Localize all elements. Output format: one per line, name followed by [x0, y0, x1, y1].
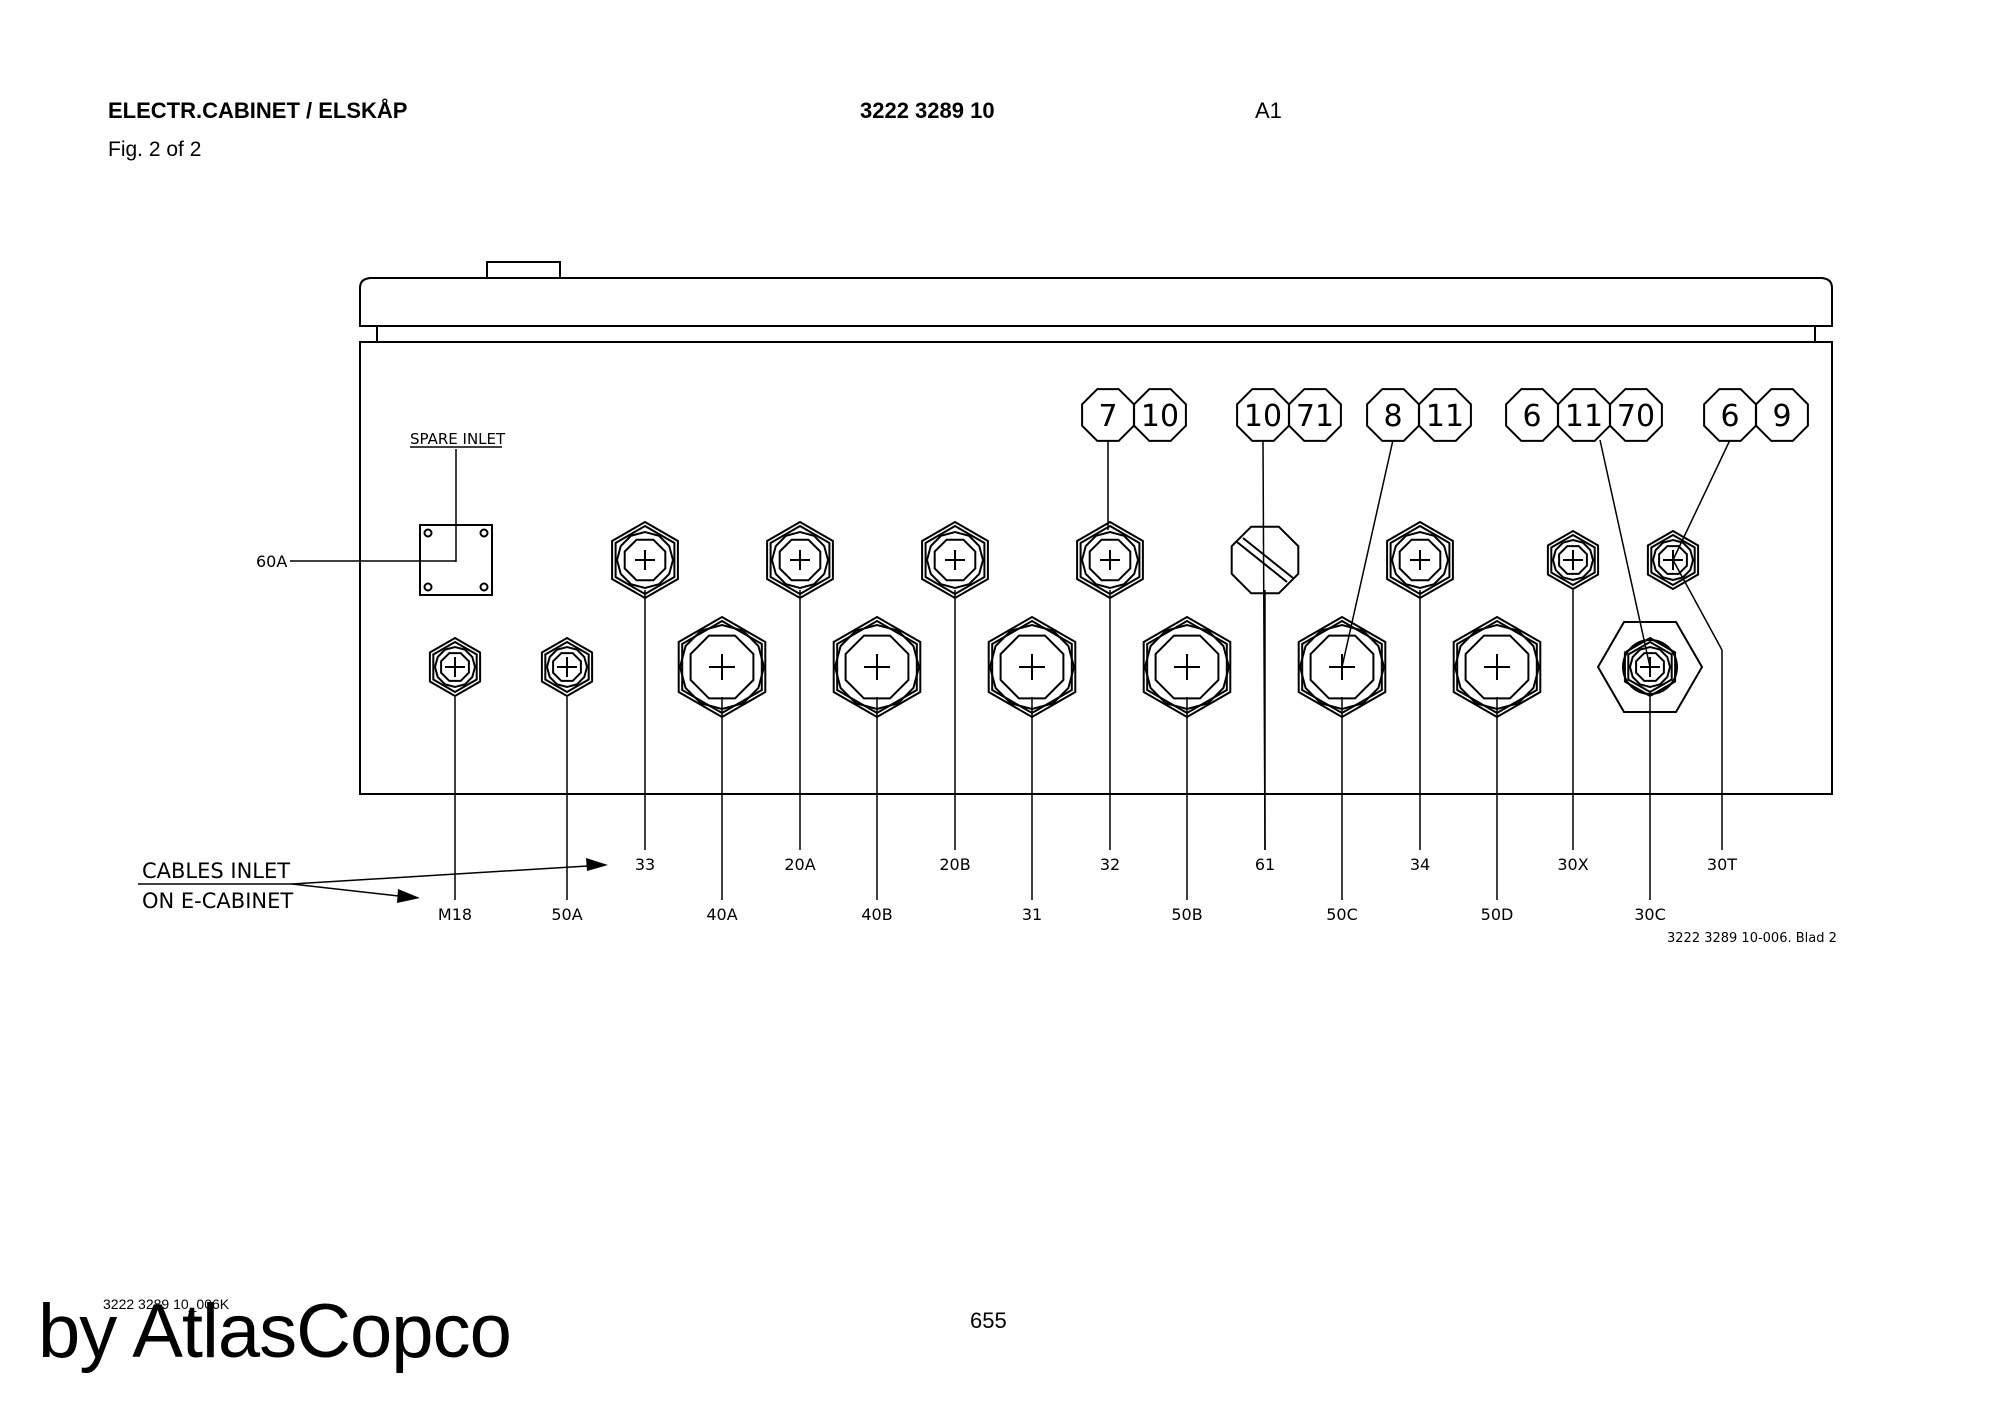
callout-balloon: [1557, 388, 1611, 442]
brand-logo-text: by AtlasCopco: [38, 1289, 512, 1374]
part-label-34: 34: [1410, 855, 1430, 874]
callout-number: 9: [1772, 399, 1791, 434]
part-label-30X: 30X: [1557, 855, 1588, 874]
cables-inlet-arrow-upper: [291, 864, 605, 885]
callout-balloon: [1133, 388, 1187, 442]
part-label-61: 61: [1255, 855, 1275, 874]
spare-inlet-label: SPARE INLET: [410, 430, 506, 448]
callout-number: 70: [1617, 399, 1655, 434]
cabinet-body: [359, 341, 1833, 795]
callout-leader: [1672, 439, 1731, 561]
cable-gland-50A: [540, 636, 594, 698]
callout-number: 8: [1383, 399, 1402, 434]
cabinet-lid: [359, 277, 1833, 327]
part-label-60A: 60A: [256, 552, 287, 571]
callout-balloon: [1609, 388, 1663, 442]
part-label-20A: 20A: [784, 855, 815, 874]
callout-balloon: [1366, 388, 1420, 442]
part-label-M18: M18: [438, 905, 472, 924]
callout-balloon: [1505, 388, 1559, 442]
lid-seal: [376, 325, 1816, 343]
callout-balloon: [1755, 388, 1809, 442]
callout-number: 71: [1296, 399, 1334, 434]
part-label-20B: 20B: [939, 855, 970, 874]
document-title: ELECTR.CABINET / ELSKÅP: [108, 98, 408, 123]
cables-inlet-arrowhead-upper: [586, 858, 608, 871]
callout-leader: [1599, 439, 1651, 668]
cable-gland-30C-inner: [1623, 636, 1677, 698]
cable-gland-34: [1386, 520, 1454, 600]
callout-balloon: [1288, 388, 1342, 442]
cable-gland-31: [987, 615, 1077, 719]
cable-gland-33: [611, 520, 679, 600]
callout-number: 6: [1522, 399, 1541, 434]
figure-number: Fig. 2 of 2: [108, 138, 202, 161]
cables-inlet-label-line1: CABLES INLET: [142, 859, 290, 883]
callout-leader: [1262, 439, 1266, 851]
document-reference: 3222 3289 10_006K: [103, 1296, 230, 1312]
cable-gland-30X: [1546, 529, 1600, 591]
sheet-size: A1: [1255, 98, 1282, 123]
part-label-30T: 30T: [1707, 855, 1737, 874]
cable-gland-32: [1076, 520, 1144, 600]
cable-gland-30C: [1596, 621, 1704, 713]
callout-number: 7: [1098, 399, 1117, 434]
part-label-50D: 50D: [1481, 905, 1514, 924]
cables-inlet-arrowhead-lower: [397, 889, 420, 903]
callout-leader: [1341, 439, 1394, 668]
lid-hinge: [486, 261, 561, 279]
cables-inlet-label-line2: ON E-CABINET: [142, 889, 293, 913]
part-label-40B: 40B: [861, 905, 892, 924]
part-label-50A: 50A: [551, 905, 582, 924]
callout-number: 11: [1565, 399, 1603, 434]
cables-inlet-arrow-lower: [291, 883, 417, 899]
callout-number: 10: [1141, 399, 1179, 434]
part-label-30C: 30C: [1634, 905, 1666, 924]
callout-number: 6: [1720, 399, 1739, 434]
callout-group-3: 8 11: [1341, 388, 1472, 668]
callout-number: 11: [1426, 399, 1464, 434]
callout-balloon: [1081, 388, 1135, 442]
part-label-50C: 50C: [1326, 905, 1358, 924]
callout-group-2: 10 71: [1236, 388, 1342, 851]
callout-balloon: [1418, 388, 1472, 442]
callout-group-4: 6 11 70: [1505, 388, 1663, 668]
page-number: 655: [970, 1308, 1007, 1333]
callout-group-1: 7 10: [1081, 388, 1187, 530]
drawing-reference: 3222 3289 10-006. Blad 2: [1667, 931, 1837, 946]
cable-gland-20A: [766, 520, 834, 600]
part-label-40A: 40A: [706, 905, 737, 924]
cable-glands: 33 20A 20B 32 61 34 30X 30T M18 50A 40A 40B 31 50B 50C…: [428, 520, 1737, 924]
cable-gland-M18: [428, 636, 482, 698]
cable-gland-20B: [921, 520, 989, 600]
part-label-50B: 50B: [1171, 905, 1202, 924]
part-label-33: 33: [635, 855, 655, 874]
leader-line-30T: [1672, 559, 1723, 651]
callout-number: 10: [1244, 399, 1282, 434]
blanking-plug-61: [1230, 525, 1300, 595]
part-label-32: 32: [1100, 855, 1120, 874]
part-label-31: 31: [1022, 905, 1042, 924]
callout-balloon: [1236, 388, 1290, 442]
part-number: 3222 3289 10: [860, 98, 995, 123]
callout-balloon: [1703, 388, 1757, 442]
